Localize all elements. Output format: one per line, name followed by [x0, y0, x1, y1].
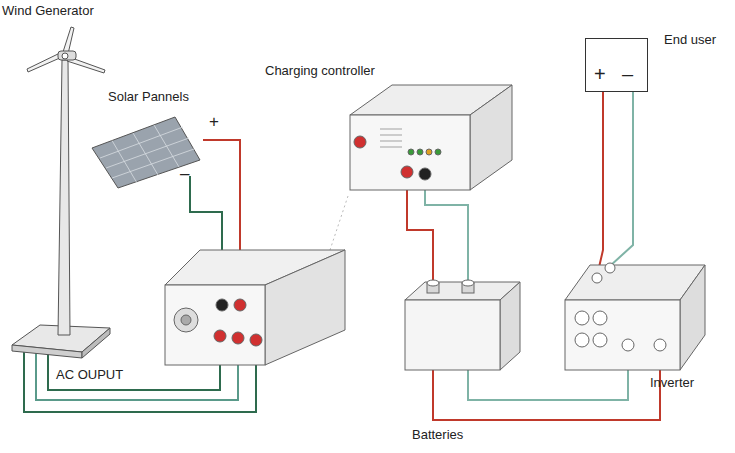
output-label: AC OUPUT	[56, 368, 123, 383]
part-label: Inverter	[650, 376, 694, 391]
polarity-mark: –	[180, 164, 189, 184]
battery-negative-wire	[425, 175, 468, 290]
part-label: Wind Generator	[2, 4, 94, 19]
inverter	[565, 263, 705, 370]
node-heading: End user	[664, 33, 716, 47]
solar-panel	[92, 117, 200, 188]
wind-turbine	[12, 27, 110, 358]
part-label: Solar Pannels	[108, 90, 189, 105]
polarity-mark: +	[209, 112, 219, 132]
user-positive-wire	[597, 92, 603, 276]
part-label: Batteries	[412, 428, 463, 443]
battery	[405, 280, 520, 370]
user-negative-wire	[610, 92, 633, 266]
polarity-mark: –	[622, 63, 633, 85]
dashed-link	[330, 196, 348, 250]
load-box: End user+–	[585, 38, 648, 92]
polarity-mark: +	[594, 63, 606, 85]
part-label: Charging controller	[265, 64, 375, 79]
hybrid-controller	[165, 250, 345, 365]
charging-controller	[350, 85, 512, 190]
